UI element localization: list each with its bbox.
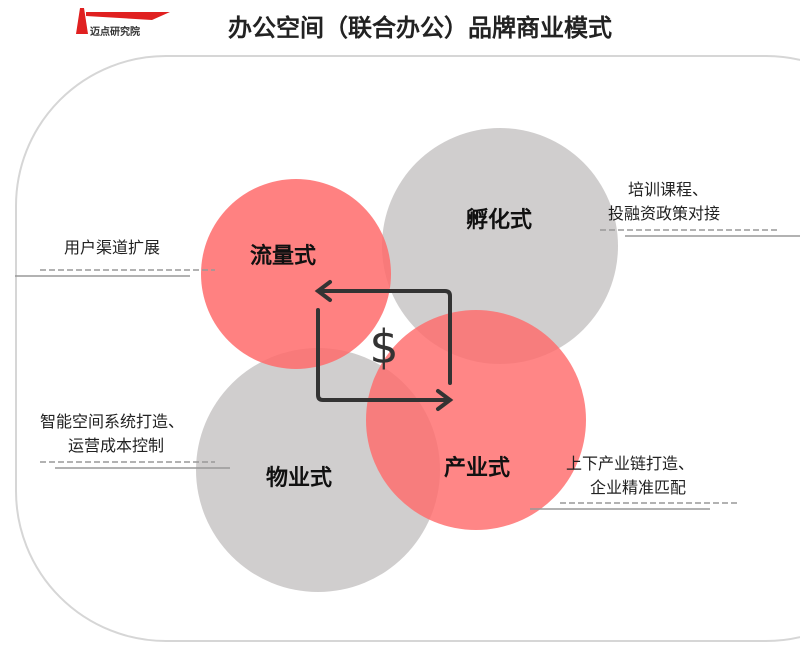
note-traffic: 用户渠道扩展 (64, 238, 161, 257)
circle-industry (366, 310, 586, 530)
note-line: 上下产业链打造、 (566, 454, 695, 473)
label-industry: 产业式 (444, 456, 511, 481)
circle-incubation (382, 128, 618, 364)
note-line: 投融资政策对接 (608, 204, 721, 223)
outer-frame (15, 55, 800, 642)
note-line: 企业精准匹配 (590, 478, 687, 497)
lighthouse-logo-icon (76, 8, 170, 34)
note-line: 运营成本控制 (68, 436, 165, 455)
logo: 迈点研究院 (62, 4, 172, 38)
page-title: 办公空间（联合办公）品牌商业模式 (228, 14, 612, 42)
dollar-sign: $ (369, 320, 398, 374)
label-traffic: 流量式 (250, 244, 317, 269)
label-property: 物业式 (266, 466, 333, 491)
label-incubation: 孵化式 (466, 208, 533, 233)
note-property: 智能空间系统打造、运营成本控制 (40, 410, 184, 458)
note-line: 培训课程、 (628, 180, 709, 199)
logo-text: 迈点研究院 (90, 27, 140, 38)
note-industry: 上下产业链打造、企业精准匹配 (566, 452, 694, 500)
note-line: 智能空间系统打造、 (40, 412, 185, 431)
dollar-exchange-icon (314, 280, 454, 411)
circle-traffic (201, 179, 391, 369)
note-incubation: 培训课程、投融资政策对接 (608, 178, 720, 226)
